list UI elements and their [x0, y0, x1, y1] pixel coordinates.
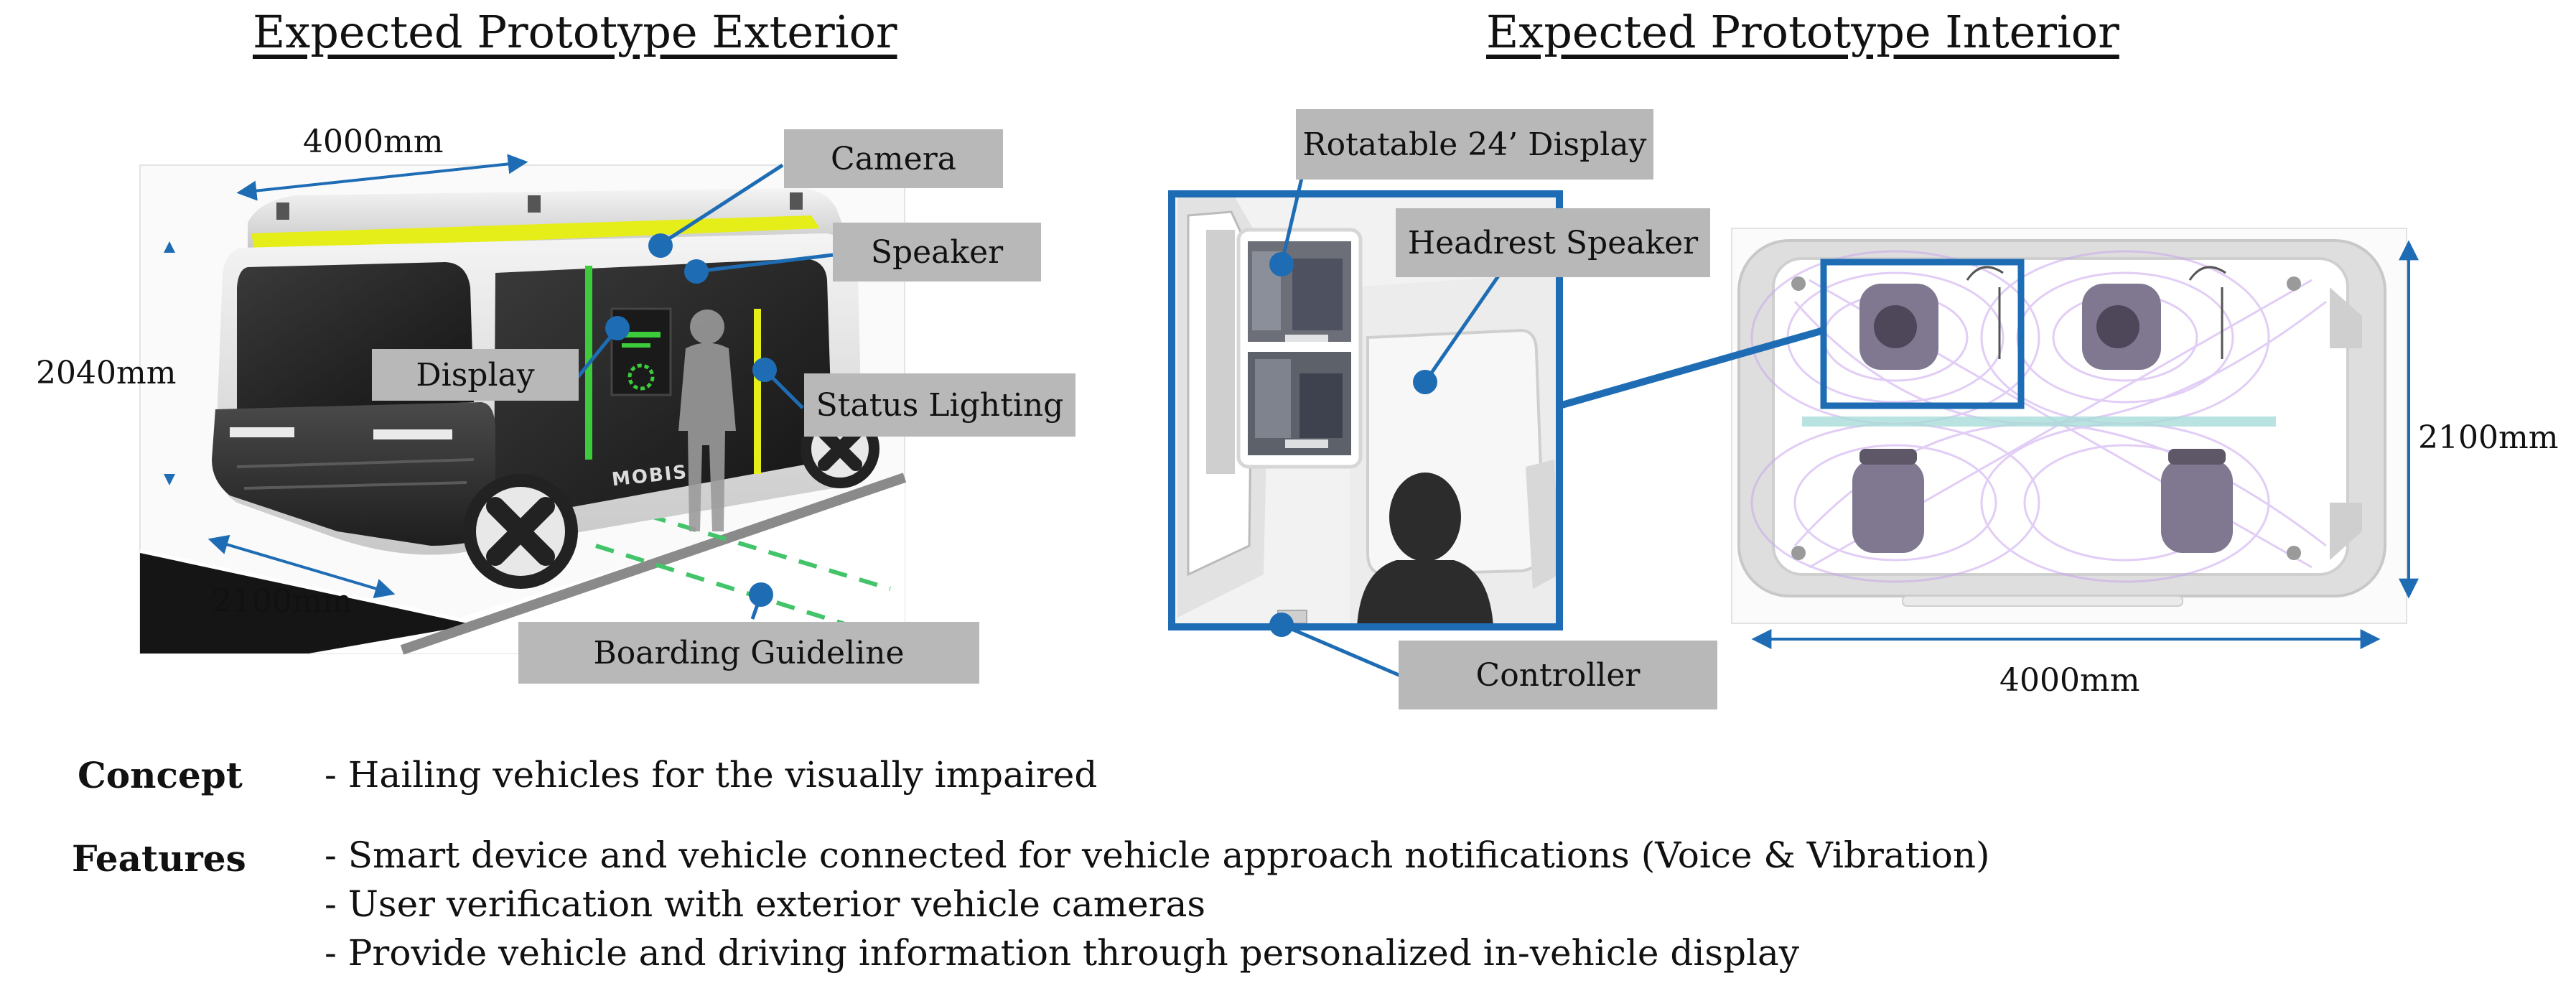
- status-lighting-callout: Status Lighting: [804, 373, 1075, 437]
- exterior-height-dimension: 2040mm: [36, 355, 177, 391]
- concept-label: Concept: [78, 754, 243, 796]
- rotatable-display-callout: Rotatable 24’ Display: [1296, 109, 1653, 180]
- interior-length-dimension: 4000mm: [1999, 662, 2140, 699]
- boarding-guideline-dashes: [595, 504, 891, 627]
- speaker-callout: Speaker: [833, 223, 1041, 281]
- feature-item: - Smart device and vehicle connected for…: [325, 834, 1990, 876]
- controller-callout: Controller: [1399, 641, 1717, 709]
- exterior-width-dimension: 2100mm: [212, 583, 353, 620]
- interior-width-dimension: 2100mm: [2418, 419, 2559, 456]
- person-silhouette: [678, 309, 736, 531]
- display-callout: Display: [372, 349, 579, 401]
- boarding-guideline-callout: Boarding Guideline: [518, 622, 979, 684]
- feature-item: - User verification with exterior vehicl…: [325, 883, 1206, 925]
- interior-title: Expected Prototype Interior: [1486, 6, 2119, 58]
- feature-item: - Provide vehicle and driving informatio…: [325, 932, 1800, 974]
- passenger-silhouette: [1357, 473, 1493, 627]
- rear-seats: [1852, 460, 2233, 553]
- exterior-length-dimension: 4000mm: [303, 124, 444, 160]
- concept-item: - Hailing vehicles for the visually impa…: [325, 754, 1098, 796]
- camera-callout: Camera: [784, 129, 1003, 188]
- headrest-speaker-callout: Headrest Speaker: [1396, 208, 1710, 277]
- features-label: Features: [72, 837, 246, 880]
- exterior-title: Expected Prototype Exterior: [253, 6, 897, 58]
